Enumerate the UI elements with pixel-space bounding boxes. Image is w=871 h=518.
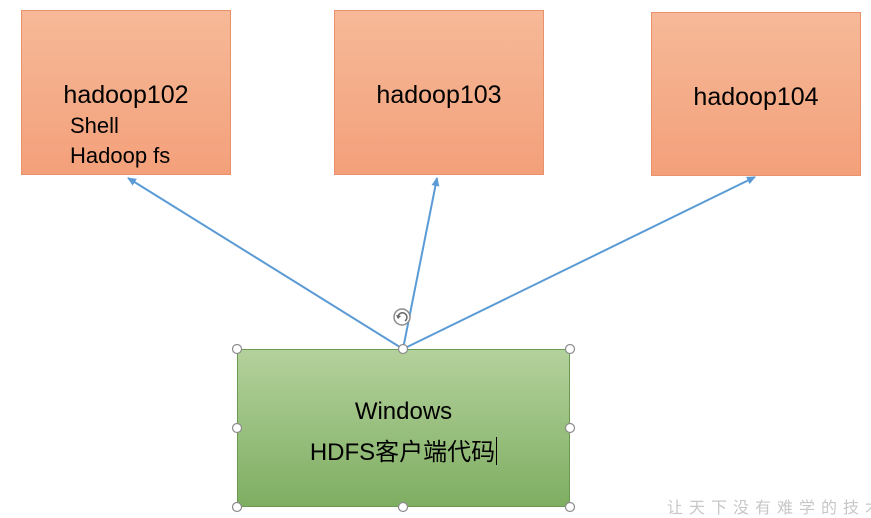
node-hadoop103-title: hadoop103 xyxy=(376,81,502,109)
edge-windows-to-hadoop103[interactable] xyxy=(402,177,440,350)
node-windows-subtitle-text: HDFS客户端代码 xyxy=(309,439,496,466)
resize-handle-top-right[interactable] xyxy=(564,343,576,355)
resize-handle-left[interactable] xyxy=(231,422,243,434)
resize-handle-bottom[interactable] xyxy=(397,501,409,513)
node-hadoop102[interactable]: hadoop102 Shell Hadoop fs xyxy=(21,10,231,175)
node-hadoop102-line-shell: Shell xyxy=(70,113,119,138)
rotate-handle-icon[interactable] xyxy=(393,308,411,326)
node-hadoop104[interactable]: hadoop104 xyxy=(651,12,861,176)
resize-handle-bottom-right[interactable] xyxy=(564,501,576,513)
node-hadoop102-line-hadoop-fs: Hadoop fs xyxy=(70,143,171,168)
node-windows-title: Windows xyxy=(354,398,453,425)
resize-handle-right[interactable] xyxy=(564,422,576,434)
node-hadoop104-title: hadoop104 xyxy=(693,83,819,111)
node-windows-subtitle[interactable]: HDFS客户端代码 xyxy=(238,432,569,467)
edge-windows-to-hadoop104[interactable] xyxy=(402,176,756,350)
resize-handle-top[interactable] xyxy=(397,343,409,355)
watermark-text: 让天下没有难学的技术 xyxy=(667,500,871,517)
node-hadoop103[interactable]: hadoop103 xyxy=(334,10,544,175)
resize-handle-top-left[interactable] xyxy=(231,343,243,355)
edge-windows-to-hadoop102[interactable] xyxy=(127,177,404,350)
node-hadoop102-title: hadoop102 xyxy=(63,81,189,109)
node-windows-client[interactable]: Windows HDFS客户端代码 xyxy=(237,349,570,507)
text-cursor xyxy=(496,437,498,465)
resize-handle-bottom-left[interactable] xyxy=(231,501,243,513)
